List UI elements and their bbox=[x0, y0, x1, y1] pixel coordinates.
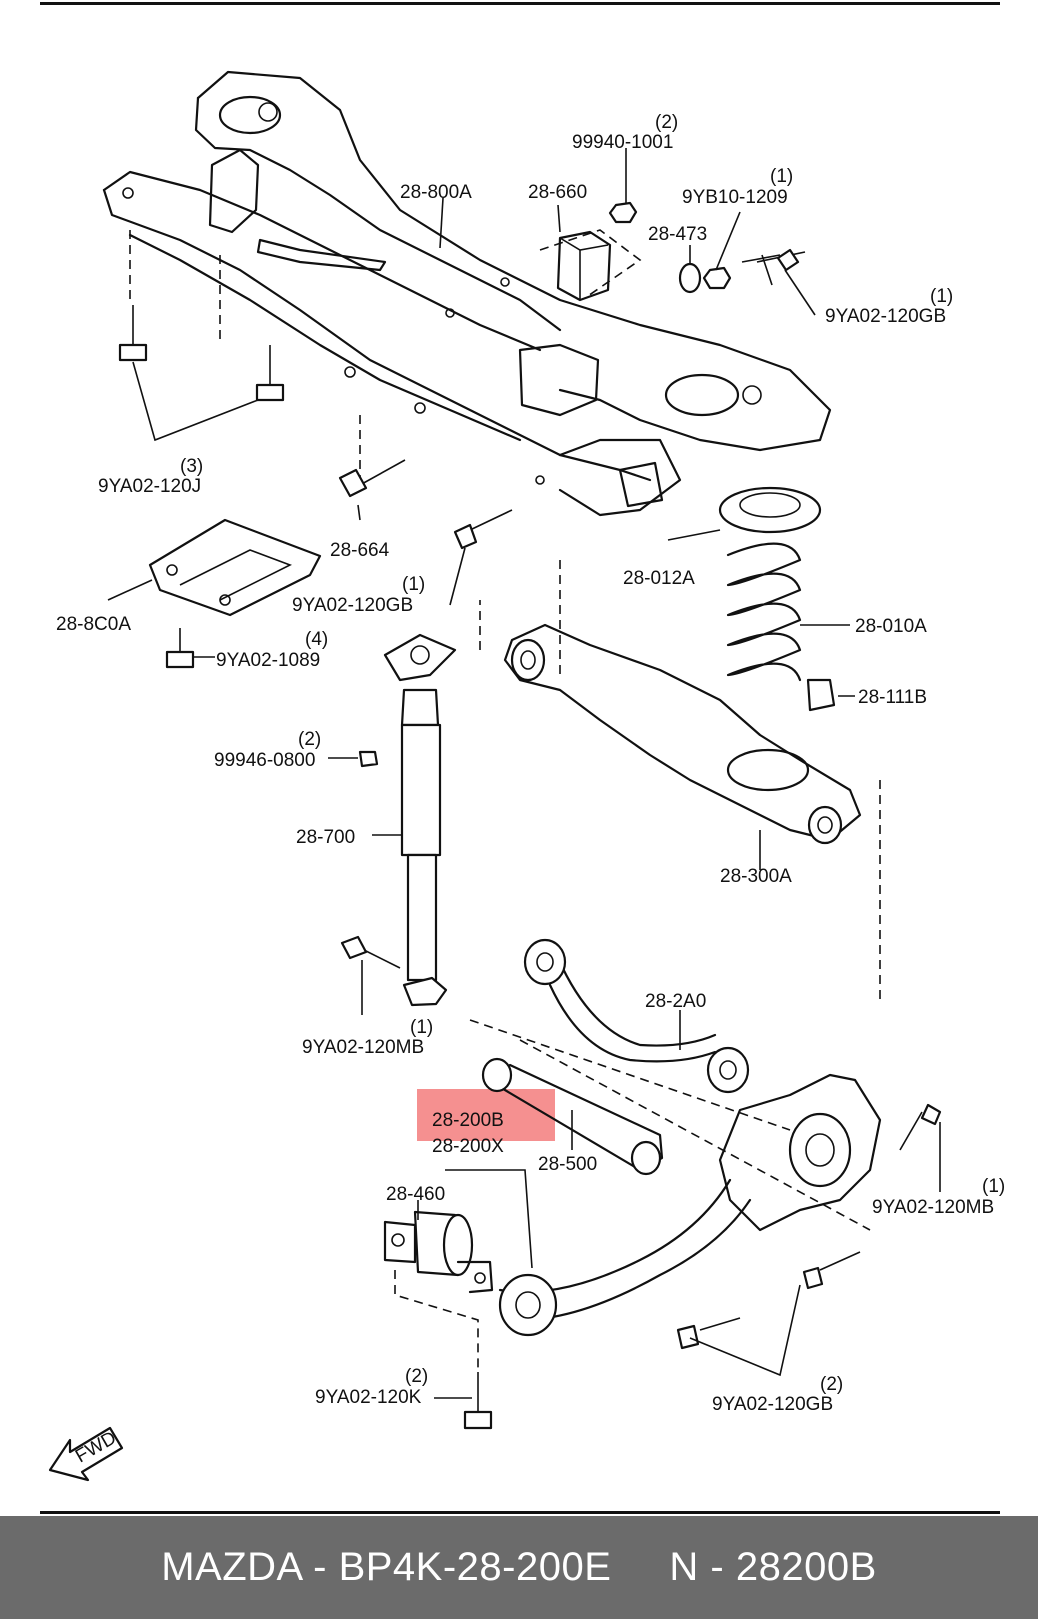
label-28-800a: 28-800A bbox=[400, 182, 472, 203]
top-border bbox=[40, 2, 1000, 5]
label-28-8c0a: 28-8C0A bbox=[56, 614, 131, 635]
label-28-010a: 28-010A bbox=[855, 616, 927, 637]
upper-arm-28-2a0-drawing bbox=[523, 938, 750, 1094]
label-9ya02-120mb-left: 9YA02-120MB bbox=[302, 1037, 424, 1058]
bushing-28-460-drawing bbox=[383, 1210, 494, 1430]
label-28-700: 28-700 bbox=[296, 827, 355, 848]
label-9ya02-120j: 9YA02-120J bbox=[98, 476, 201, 497]
label-9yb10-1209: 9YB10-1209 bbox=[682, 187, 788, 208]
label-9ya02-120j-qty: (3) bbox=[180, 456, 203, 477]
label-28-460: 28-460 bbox=[386, 1184, 445, 1205]
label-9ya02-120gb-top: 9YA02-120GB bbox=[825, 306, 946, 327]
part-labels: (2) 99940-1001 (1) 9YB10-1209 28-800A 28… bbox=[56, 112, 1005, 1415]
label-28-200x: 28-200X bbox=[432, 1136, 504, 1157]
label-28-2a0: 28-2A0 bbox=[645, 991, 706, 1012]
shock-absorber-drawing bbox=[340, 633, 457, 1007]
label-9ya02-120gb-bot: 9YA02-120GB bbox=[712, 1394, 833, 1415]
label-99940-1001: 99940-1001 bbox=[572, 132, 673, 153]
highlight-28-200b bbox=[417, 1089, 555, 1141]
spring-assembly-drawing bbox=[718, 486, 836, 712]
label-9ya02-120mb-right: 9YA02-120MB bbox=[872, 1197, 994, 1218]
label-9ya02-120mb-right-qty: (1) bbox=[982, 1176, 1005, 1197]
label-28-500: 28-500 bbox=[538, 1154, 597, 1175]
label-9ya02-120gb-top-qty: (1) bbox=[930, 286, 953, 307]
label-9ya02-120gb-mid: 9YA02-120GB bbox=[292, 595, 413, 616]
footer-catalog-number: N - 28200B bbox=[669, 1545, 877, 1589]
bottom-border bbox=[40, 1511, 1000, 1514]
knuckle-trailing-arm-drawing bbox=[498, 1073, 942, 1350]
label-28-111b: 28-111B bbox=[858, 687, 927, 708]
label-9ya02-120gb-mid-qty: (1) bbox=[402, 574, 425, 595]
label-99946-0800: 99946-0800 bbox=[214, 750, 315, 771]
label-28-012a: 28-012A bbox=[623, 568, 695, 589]
label-9ya02-120k: 9YA02-120K bbox=[315, 1387, 422, 1408]
label-28-664: 28-664 bbox=[330, 540, 390, 561]
label-99940-1001-qty: (2) bbox=[655, 112, 678, 133]
lower-arm-28-300a-drawing bbox=[479, 560, 881, 1000]
label-9ya02-120gb-bot-qty: (2) bbox=[820, 1374, 843, 1395]
footer-oem-number: MAZDA - BP4K-28-200E bbox=[161, 1545, 612, 1589]
label-28-200b: 28-200B bbox=[432, 1110, 504, 1131]
plate-28-8c0a-drawing bbox=[148, 518, 322, 669]
parts-diagram: FWD (2) 99940-1001 (1) 9YB10-1209 28-800… bbox=[48, 70, 1005, 1482]
bolt-28-664-drawing bbox=[338, 459, 513, 550]
label-9ya02-1089-qty: (4) bbox=[305, 629, 328, 650]
lateral-link-28-500-drawing bbox=[469, 1019, 871, 1231]
label-28-660: 28-660 bbox=[528, 182, 587, 203]
part-number-footer: MAZDA - BP4K-28-200E N - 28200B bbox=[0, 1516, 1038, 1619]
fwd-arrow-icon: FWD bbox=[48, 1426, 124, 1482]
label-99946-0800-qty: (2) bbox=[298, 729, 321, 750]
label-28-473: 28-473 bbox=[648, 224, 707, 245]
label-9ya02-120mb-left-qty: (1) bbox=[410, 1017, 433, 1038]
label-9yb10-1209-qty: (1) bbox=[770, 166, 793, 187]
label-9ya02-1089: 9YA02-1089 bbox=[216, 650, 320, 671]
label-28-300a: 28-300A bbox=[720, 866, 792, 887]
label-9ya02-120k-qty: (2) bbox=[405, 1366, 428, 1387]
leader-lines bbox=[107, 148, 941, 1399]
crossmember-drawing bbox=[102, 70, 832, 517]
bracket-28-660-drawing bbox=[539, 201, 806, 302]
